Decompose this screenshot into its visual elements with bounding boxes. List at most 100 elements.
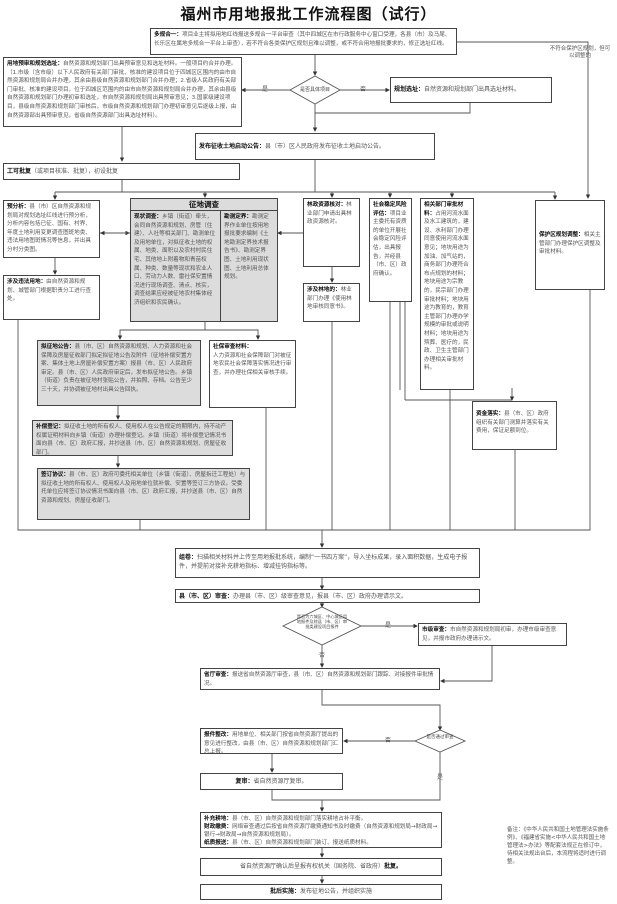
box-text: 自然资源和规划部门出具选址材料。 (424, 86, 521, 93)
box-text: 人力资源和社会保障部门对被征地农民社会保障落实情况进行审查，并办理社保相关审核手… (213, 352, 292, 376)
weifa-box: 涉及违法用地：由自然资源和规划、城管部门根据职责分工进行查处。 (3, 275, 100, 320)
zhenggai-box: 报件整改：用地单位、相关部门按省自然资源厅提出的意见进行整改，由县（市、区）自然… (200, 728, 343, 754)
yes-label: 是 (437, 774, 444, 781)
remark-note: 备注：《中华人民共和国土地管理法实施条例》、《福建省实施<中华人民共和国土地管理… (507, 827, 609, 865)
box-text: 拟征收土地的所有权人、使用权人在公告规定的期限内，持不动产权属证明材料向乡镇（街… (36, 424, 227, 456)
pihou-box: 批后实施：发布征地公告，并组织实施 (200, 884, 442, 900)
box-text: 县（市、区）自然资源和规划、人力资源和社会保障及房屋征收部门拟定拟征地公告及附件… (41, 344, 193, 393)
gonggao-start-box: 发布征收土地启动公告：县（市）区人民政府发布征收土地启动公告。 (195, 133, 435, 160)
box-text: 项目业主委托有资质的单位开展社会稳定风险评估，出具报告，并经县（市、区）政府确认… (373, 210, 407, 277)
side-note: 不符合保护区规划，但可以调整的 (549, 46, 611, 59)
box-label: 组卷： (179, 554, 198, 561)
box-text: （或项目核准、批复），初设批复 (31, 168, 119, 175)
baohuqu-box: 保护区规划调整：相关主管部门办理保护区调整及审批材料。 (535, 200, 605, 290)
box-text: 网络审查通过后按省自然资源厅缴费通知书及时缴费（自然资源和规划局→财政局→银行→… (204, 824, 438, 838)
box-text: 林业部门申请出具林政资源核对。 (307, 202, 352, 226)
box-text: 县（市、区）政府组织有关部门测算并落实有关费用，保证足额到位。 (476, 411, 549, 435)
xiangguan-box: 相关部门审批材料：占用河流水面及水工建筑的，建设、水利部门办理同意使用河流水面意… (420, 198, 474, 390)
yes-label: 是 (385, 622, 392, 629)
no-label: 否 (360, 86, 367, 93)
buchong-box: 补充耕地：县（市、区）自然资源和规划部门落实耕地占补平衡。 财政缴费：网络审查通… (200, 812, 442, 848)
box-label: 批后实施： (269, 888, 300, 895)
guihua-box: 规划选址：自然资源和规划部门出具选址材料。 (390, 77, 552, 103)
buchang-box: 补偿登记：拟征收土地的所有权人、使用权人在公告规定的期限内，持不动产权属证明材料… (32, 420, 233, 456)
box-label: 社会稳定风险评估： (373, 202, 407, 217)
box-label: 工可批复 (7, 168, 32, 175)
box-label: 市级审查： (422, 627, 450, 633)
no-label: 否 (319, 652, 326, 659)
box-label: 勘测定界： (224, 214, 252, 220)
box-text: 占用河流水面及水工建筑的，建设、水利部门办理同意使用河流水面意见；地块用途为加油… (424, 210, 469, 372)
box-label: 多规合一： (154, 32, 182, 38)
zijin-box: 资金落实：县（市、区）政府组织有关部门测算并落实有关费用，保证足额到位。 (472, 401, 557, 450)
wending-box: 社会稳定风险评估：项目业主委托有资质的单位开展社会稳定风险评估，出具报告，并经县… (369, 198, 412, 302)
box-text: 乡镇（街道）牵头，会同自然资源和规划、房管（住建）、人社等相关部门、勘测单位及用… (134, 214, 216, 306)
kance-section: 勘测定界：勘测定界作业单位按用地报批要求编制《土地勘测定界技术报告书》、勘测定界… (221, 211, 277, 321)
box-text: 由自然资源和规划、城管部门根据职责分工进行查处。 (7, 279, 91, 303)
yushen-box: 用地预审和规划选址：自然资源和规划部门出具预审意见和选址材料。一般项目约合并办理… (3, 57, 242, 127)
box-label: 复审： (235, 778, 254, 785)
box-text: 项目业主将拟用地红线报送多规合一平台审查（其中四城区在市行政服务中心窗口受理，各… (154, 32, 451, 47)
box-label: 补充耕地： (204, 816, 232, 822)
box-label: 发布征收土地启动公告： (199, 143, 266, 150)
box-label: 涉及违法用地： (7, 279, 47, 285)
box-label: 资金落实： (476, 411, 504, 417)
shebao-box: 社保审查材料： 人力资源和社会保障部门对被征地农民社会保障落实情况进行审查，并办理… (209, 340, 296, 408)
box-text: 县（市）区自然资源和规划局对规划选址红线进行预分析，分析内容包括已征、国有、村界… (7, 204, 91, 253)
box-label: 拟征地公告： (41, 344, 75, 350)
decision-pass-review: 是否通过审查 (426, 735, 454, 740)
box-text: 相关主管部门办理保护区调整及审批材料。 (539, 232, 601, 256)
yes-label: 是 (262, 86, 269, 93)
box-text: 发布征地公告，并组织实施 (300, 888, 373, 895)
shiji-box: 市级审查：市自然资源和规划局初审，办理市级审查意见，并报市政府办理请示文。 (418, 623, 567, 646)
box-text: 自然资源和规划部门出具预审意见和选址材料。一般项目约合并办理。（1.市级（含市级… (7, 61, 237, 119)
box-text: 县（市、区）政府可委托相关单位（乡镇（街道）、房屋拆迁工程处）与拟征收土地的所有… (41, 472, 246, 504)
zhengdi-header: 征地调查 (131, 199, 277, 211)
box-text: 县（市）区人民政府发布征收土地启动公告。 (265, 143, 386, 150)
box-text: 县（市、区）自然资源和规划部门落实耕地占补平衡。 (231, 816, 367, 822)
box-text: 省自然资源厅确认后呈报有权机关（国务院、省政府） (239, 863, 384, 870)
box-text: 市自然资源和规划局初审，办理市级审查意见，并报市政府办理请示文。 (422, 627, 557, 642)
box-text: 省自然资源厅复审。 (253, 778, 308, 785)
page-title: 福州市用地报批工作流程图（试行） (180, 5, 437, 23)
box-label: 现状调查： (134, 214, 162, 220)
box-label: 涉及林地的： (307, 287, 341, 293)
decision-specific-project: 是否具体项目 (299, 87, 330, 93)
decision-city-review: 是否为六城区、中心城区用地报件及除县（市、区）审批类建设项目报件 (296, 614, 348, 629)
fushen-box: 复审：省自然资源厅复审。 (200, 773, 343, 790)
xianzhuang-section: 现状调查：乡镇（街道）牵头，会同自然资源和规划、房管（住建）、人社等相关部门、勘… (131, 211, 221, 321)
xianshen-box: 县（市、区）审查：办理县（市、区）级审查意见，报县（市、区）政府办理请示文。 (175, 589, 480, 603)
box-text: 报送省自然资源厅审查，县（市、区）自然资源和规划部门跟踪、对接报件审批情况。 (204, 672, 434, 687)
nizhengdi-box: 拟征地公告：县（市、区）自然资源和规划、人力资源和社会保障及房屋征收部门拟定拟征… (37, 340, 201, 406)
box-label: 批复。 (384, 863, 403, 870)
box-text: 扫描相关材料并上传至用地报批系统，编制“一书四方案”，导入坐标成果，录入面积数据… (179, 554, 468, 570)
linzheng-box: 林政资源核对：林业部门申请出具林政资源核对。 (303, 198, 360, 267)
xieyi-box: 签订协议：县（市、区）政府可委托相关单位（乡镇（街道）、房屋拆迁工程处）与拟征收… (37, 468, 250, 520)
box-label: 保护区规划调整： (539, 232, 584, 238)
box-text: 县（市、区）自然资源和规划部门装订、报送纸质材料。 (231, 840, 372, 846)
box-text: 办理县（市、区）级审查意见，报县（市、区）政府办理请示文。 (233, 593, 408, 600)
no-label: 否 (385, 737, 392, 744)
box-text: 林业部门办理《使用林地审核同意书》。 (307, 287, 352, 311)
box-label: 报件整改： (204, 732, 232, 738)
box-label: 规划选址： (394, 86, 425, 93)
box-label: 签订协议： (41, 472, 69, 478)
box-label: 预分析： (7, 204, 30, 210)
box-label: 省厅审查： (204, 672, 232, 678)
box-label: 纸质报送： (204, 840, 232, 846)
box-label: 补偿登记： (36, 424, 64, 430)
box-label: 林政资源核对： (307, 202, 347, 208)
box-label: 社保审查材料： (213, 344, 253, 350)
gongke-box: 工可批复（或项目核准、批复），初设批复 (3, 163, 240, 180)
zujuan-box: 组卷：扫描相关材料并上传至用地报批系统，编制“一书四方案”，导入坐标成果，录入面… (175, 548, 480, 578)
shengting-box: 省厅审查：报送省自然资源厅审查，县（市、区）自然资源和规划部门跟踪、对接报件审批… (200, 668, 440, 690)
box-label: 财政缴费： (204, 824, 232, 830)
lindi-box: 涉及林地的：林业部门办理《使用林地审核同意书》。 (303, 283, 360, 322)
box-label: 县（市、区）审查： (179, 593, 234, 600)
box-label: 相关部门审批材料： (424, 202, 464, 217)
box-text: 勘测定界作业单位按用地报批要求编制《土地勘测定界技术报告书》、勘测定界图、土地利… (224, 214, 269, 281)
zhengdi-survey-box: 征地调查 现状调查：乡镇（街道）牵头，会同自然资源和规划、房管（住建）、人社等相… (130, 198, 278, 322)
box-text: 用地单位、相关部门按省自然资源厅提出的意见进行整改，由县（市、区）自然资源和规划… (204, 732, 339, 754)
box-label: 用地预审和规划选址： (7, 61, 63, 67)
